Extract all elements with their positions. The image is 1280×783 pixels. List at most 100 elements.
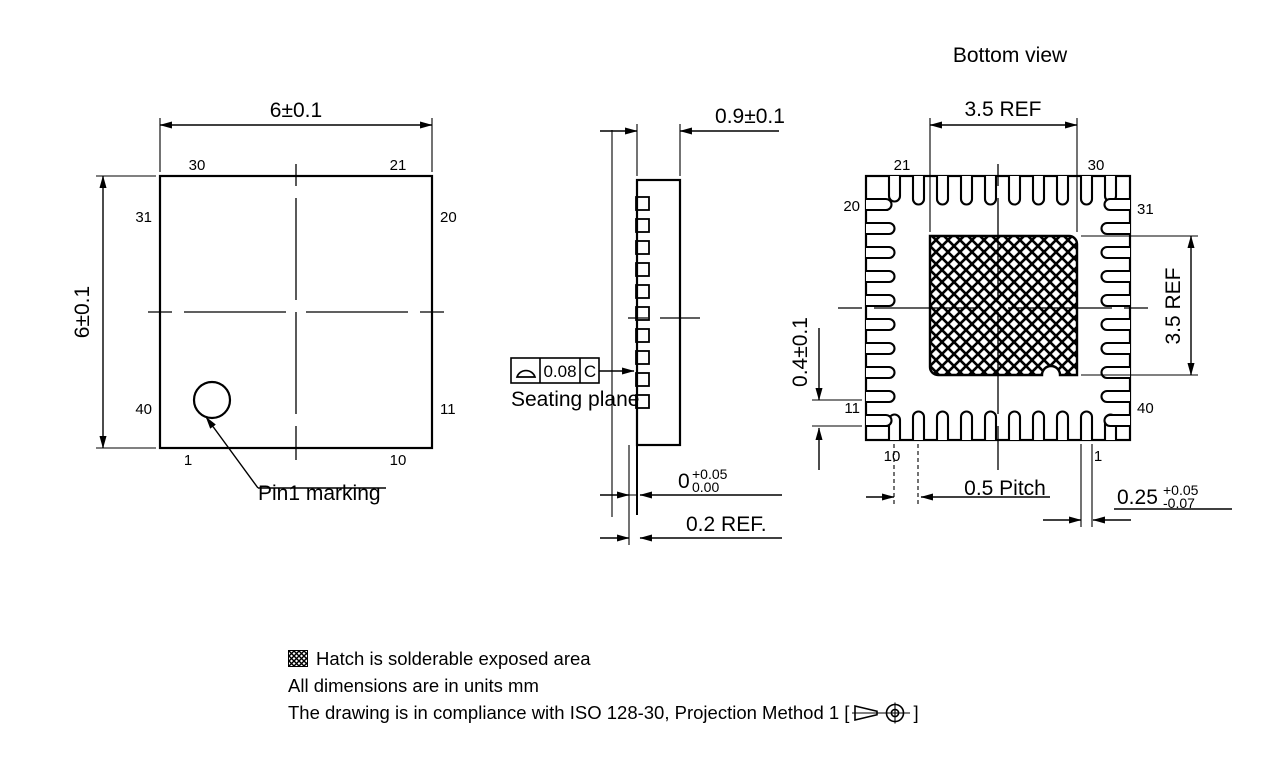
bottom-view-pin — [1079, 410, 1094, 440]
bottom-view-pin — [1007, 176, 1022, 206]
side-view-body-height-label: 0.9±0.1 — [715, 105, 785, 128]
bottom-view-pin — [866, 197, 893, 212]
bottom-view-pin — [1103, 176, 1118, 203]
pad-width-dim-label: 3.5 REF — [964, 98, 1041, 121]
bottom-view-pin — [1100, 365, 1130, 380]
side-view-left-extension-line — [611, 124, 638, 517]
seating-plane-label: Seating plane — [511, 388, 639, 411]
bottom-view-pin — [935, 176, 950, 206]
side-view-lead — [635, 218, 650, 233]
pin-length-dim-label: 0.4±0.1 — [789, 317, 812, 387]
bottom-view-pin — [1031, 176, 1046, 206]
top-view-pin-label-1: 1 — [184, 452, 192, 469]
seating-plane-feature-control-frame: 0.08 C — [510, 357, 635, 384]
bottom-view-pin — [1055, 176, 1070, 206]
bottom-view-pin — [1103, 197, 1130, 212]
side-view-lead — [635, 240, 650, 255]
side-view-lead — [635, 262, 650, 277]
side-view-lead — [635, 394, 650, 409]
bottom-view-pin-label-11: 11 — [844, 400, 860, 417]
top-view-width-dim-label: 6±0.1 — [270, 99, 322, 122]
side-view-body-outline — [635, 178, 682, 447]
bottom-view-pin — [1100, 317, 1130, 332]
bottom-view-pin-label-10: 10 — [884, 448, 901, 465]
pin1-marking-circle — [192, 380, 232, 420]
bottom-view-pin — [866, 221, 896, 236]
bottom-view-group: Bottom view — [789, 44, 1232, 527]
bottom-view-pin — [983, 176, 998, 206]
note-iso: The drawing is in compliance with ISO 12… — [288, 699, 1108, 726]
bottom-view-pin — [959, 176, 974, 206]
bottom-view-pin — [866, 269, 896, 284]
pin-width-upper-tol: +0.05 — [1163, 482, 1199, 498]
side-view-group: 0.9±0.1 0 +0.05 0.00 0.2 — [510, 105, 785, 545]
bottom-view-pin — [911, 410, 926, 440]
bottom-view-pin — [959, 410, 974, 440]
drawing-notes: Hatch is solderable exposed area All dim… — [288, 645, 1108, 726]
pin-width-value: 0.25 — [1117, 486, 1158, 509]
note-iso-text-suffix: ] — [913, 702, 919, 723]
bottom-view-pin — [866, 341, 896, 356]
bottom-view-pin-label-21: 21 — [894, 157, 911, 174]
side-view-lead — [635, 372, 650, 387]
side-view-standoff-lower-tol: 0.00 — [692, 479, 719, 495]
bottom-view-pin — [866, 389, 896, 404]
top-view-pin-label-40: 40 — [135, 401, 152, 418]
pin1-marking-leader — [205, 416, 259, 489]
bottom-view-pin — [983, 410, 998, 440]
bottom-view-pin — [911, 176, 926, 206]
bottom-view-title: Bottom view — [953, 44, 1068, 67]
side-view-lead — [635, 284, 650, 299]
bottom-view-pin — [866, 293, 896, 308]
bottom-view-pin — [1100, 245, 1130, 260]
note-hatch: Hatch is solderable exposed area — [288, 645, 1108, 672]
flatness-arc-icon — [515, 369, 537, 378]
fcf-tolerance-value: 0.08 — [543, 362, 576, 381]
pin-width-lower-tol: -0.07 — [1163, 495, 1195, 511]
note-units: All dimensions are in units mm — [288, 672, 1108, 699]
side-view-lead-group — [635, 196, 650, 409]
bottom-view-pin — [1100, 269, 1130, 284]
bottom-view-pin — [1100, 389, 1130, 404]
bottom-view-pin — [866, 317, 896, 332]
bottom-view-pin — [1100, 293, 1130, 308]
bottom-view-pin — [1007, 410, 1022, 440]
bottom-view-pin-label-40: 40 — [1137, 400, 1154, 417]
fcf-datum-letter: C — [584, 362, 596, 381]
bottom-view-pin-label-31: 31 — [1137, 201, 1154, 218]
bottom-view-pin — [1079, 176, 1094, 206]
bottom-view-left-pins — [866, 197, 896, 428]
side-view-standoff-upper-tol: +0.05 — [692, 466, 728, 482]
top-view-pin-label-21: 21 — [390, 157, 407, 174]
side-view-lead — [635, 328, 650, 343]
side-view-lead-thickness-label: 0.2 REF. — [686, 513, 767, 536]
note-units-text: All dimensions are in units mm — [288, 675, 539, 696]
top-view-pin-label-20: 20 — [440, 209, 457, 226]
side-view-lead — [635, 306, 650, 321]
top-view-pin-label-31: 31 — [135, 209, 152, 226]
side-view-standoff-value: 0 — [678, 470, 690, 493]
top-view-height-dim-label: 6±0.1 — [71, 286, 94, 338]
pad-height-dim-label: 3.5 REF — [1162, 267, 1185, 344]
pad-height-extension-lines — [1081, 235, 1198, 376]
exposed-pad-hatched-area — [928, 234, 1079, 377]
bottom-view-pin-label-20: 20 — [843, 198, 860, 215]
top-view-pin-label-10: 10 — [390, 452, 407, 469]
bottom-view-pin — [1031, 410, 1046, 440]
side-view-lead — [635, 350, 650, 365]
note-hatch-text: Hatch is solderable exposed area — [316, 648, 591, 669]
bottom-view-pin — [935, 410, 950, 440]
top-view-pin-label-30: 30 — [189, 157, 206, 174]
pin-width-extension-lines — [1080, 444, 1093, 527]
side-view-lead — [635, 196, 650, 211]
bottom-view-pin — [1103, 413, 1130, 428]
note-iso-text-prefix: The drawing is in compliance with ISO 12… — [288, 702, 850, 723]
bottom-view-right-pins — [1100, 197, 1130, 428]
first-angle-projection-icon — [852, 702, 911, 723]
top-view-group: 6±0.1 6±0.1 30 21 31 20 40 11 1 — [71, 99, 457, 505]
bottom-view-top-pins — [887, 176, 1118, 206]
bottom-view-pin — [866, 413, 893, 428]
bottom-view-pin — [866, 365, 896, 380]
